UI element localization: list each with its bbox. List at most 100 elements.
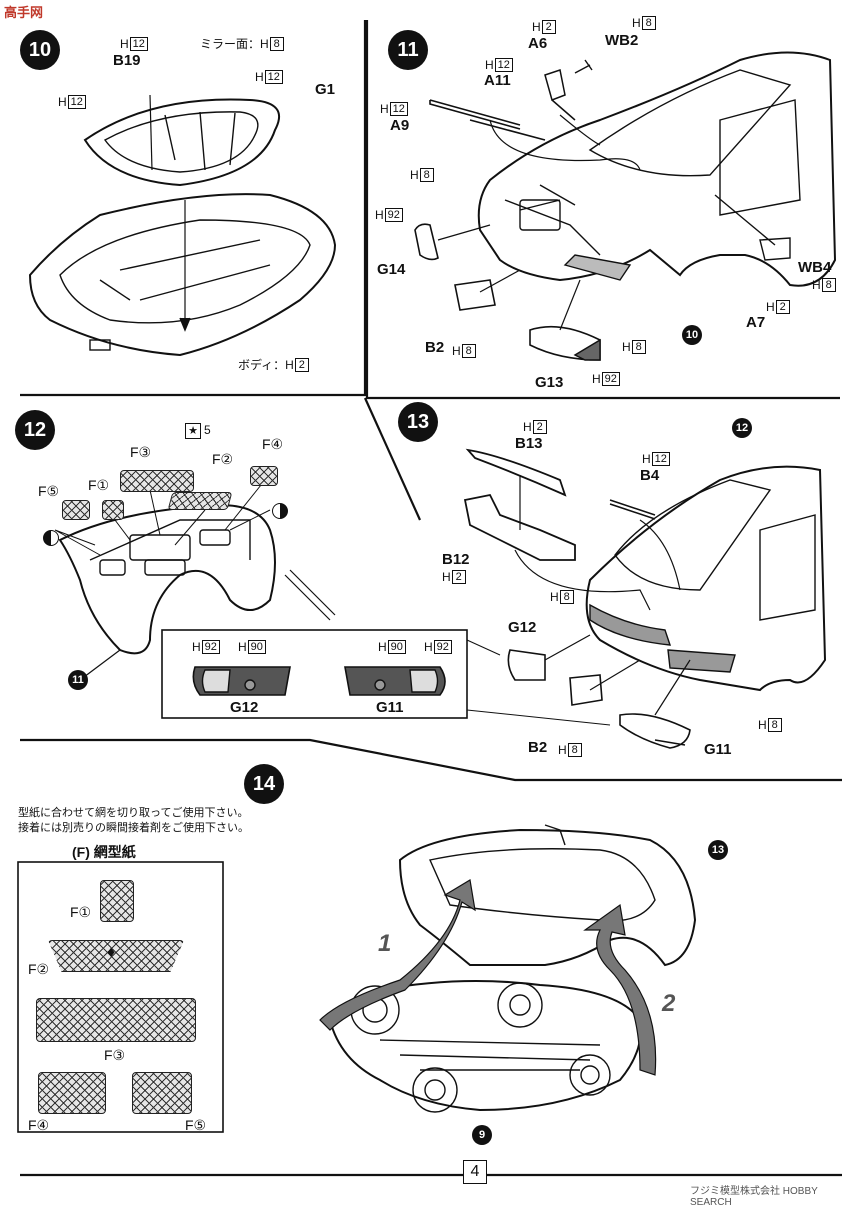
part-wb2: WB2 [605,32,639,49]
step13-b2 [569,674,603,706]
step-12-badge: 12 [15,410,55,450]
step14-chassis [328,980,642,1113]
part-g13: G13 [535,374,564,391]
inset-box [161,629,468,719]
ref-step-12: 12 [732,418,752,438]
template-title: (F) 網型紙 [72,844,136,860]
star-count: 5 [204,423,211,437]
template-label-f5: F⑤ [185,1117,207,1133]
mesh-f2 [167,492,233,510]
mesh-f4 [250,466,278,486]
arrow-2-number: 2 [662,990,676,1017]
divider-step12-diag [363,397,422,521]
part-b2-front: B2 [425,339,445,356]
watermark-logo: 高手网 [4,5,44,20]
part-a9: A9 [390,117,410,134]
half-circle-icon-left [43,530,59,546]
step13-g12 [507,649,546,681]
step11-wb2 [574,59,593,74]
template-f3 [36,998,196,1042]
ref-step-10: 10 [682,325,702,345]
template-f1 [100,880,134,922]
label-f3: F③ [130,444,152,460]
step11-g14 [414,223,439,261]
template-label-f4: F④ [28,1117,50,1133]
step11-wipers [429,99,641,171]
inset-label-g11: G11 [376,699,404,716]
part-b13: B13 [515,435,543,452]
part-wb4: WB4 [798,259,832,276]
step13-car-body [585,465,827,692]
mesh-f3 [120,470,194,492]
part-b4: B4 [640,467,660,484]
page-number: 4 [463,1160,487,1184]
label-f5: F⑤ [38,483,60,499]
star-icon: ★ [185,423,201,439]
part-a7: A7 [746,314,766,331]
footer-credit: フジミ模型株式会社 HOBBY SEARCH [690,1186,818,1208]
arrow-1-number: 1 [378,930,392,957]
mesh-f1 [102,500,124,520]
step11-mirror-a6 [544,69,576,121]
ref-step-13: 13 [708,840,728,860]
template-box [17,861,224,1133]
step-14-badge: 14 [244,764,284,804]
step11-car-body [477,51,837,287]
part-b12: B12 [442,551,470,568]
step-10-badge: 10 [20,30,60,70]
step10-window-part [83,98,281,187]
template-f5 [132,1072,192,1114]
divider-step11 [365,20,840,400]
step10-b19-leader [149,94,153,171]
part-a6: A6 [528,35,548,52]
step10-body-part [28,193,337,357]
template-f4 [38,1072,106,1114]
label-f1: F① [88,477,110,493]
part-g1: G1 [315,81,336,98]
instruction-note-1: 型紙に合わせて網を切り取ってご使用下さい。 [18,807,249,819]
arrow-2 [583,903,657,1076]
part-g12-rear: G12 [508,619,537,636]
step13-spoiler-b12 [463,493,651,611]
part-b2-rear: B2 [528,739,548,756]
instruction-note-2: 接着には別売りの瞬間接着剤をご使用下さい。 [18,822,249,834]
step11-mirror-a7 [714,194,791,261]
divider-step13 [20,738,842,782]
ref-step-11: 11 [68,670,88,690]
template-label-f3: F③ [104,1047,126,1063]
step12-leader-lines [54,479,271,556]
half-circle-icon-right [272,503,288,519]
part-a11: A11 [484,72,511,89]
label-f4: F④ [262,436,284,452]
mitsubishi-logo-icon: ♦ [107,944,116,961]
part-g14: G14 [377,261,406,278]
step13-spoiler-b13 [465,448,567,530]
step-13-badge: 13 [398,402,438,442]
mesh-f5 [62,500,90,520]
template-label-f2: F② [28,961,50,977]
